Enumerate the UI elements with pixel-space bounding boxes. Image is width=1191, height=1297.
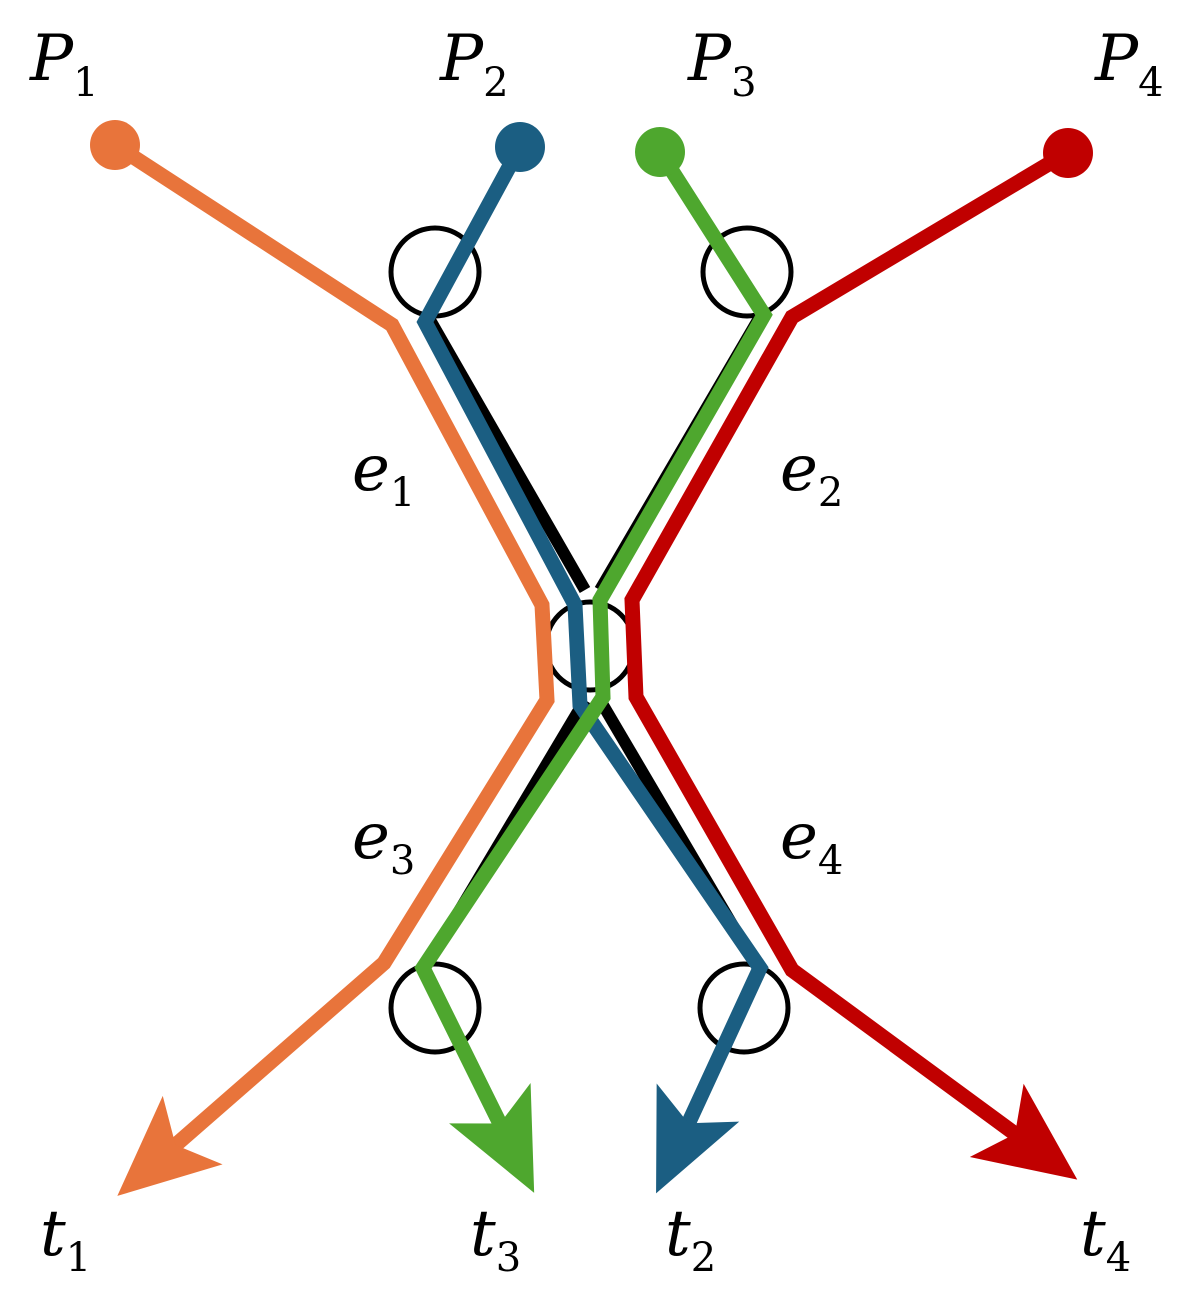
- start-point-p4: [1043, 128, 1093, 178]
- start-point-p1: [90, 120, 140, 170]
- label-t2: t2: [665, 1197, 716, 1281]
- path-p3-line: [414, 147, 773, 1193]
- label-e1: e1: [352, 432, 415, 516]
- label-t4: t4: [1080, 1197, 1131, 1281]
- node-circle-bottom-left: [388, 961, 482, 1055]
- label-p1: P1: [29, 22, 99, 106]
- label-t1: t1: [40, 1197, 91, 1281]
- label-p4: P4: [1094, 22, 1164, 106]
- path-p2-line: [416, 143, 769, 1194]
- label-e3: e3: [352, 800, 415, 884]
- label-e4: e4: [780, 800, 843, 884]
- start-point-p2: [495, 122, 545, 172]
- label-e2: e2: [780, 432, 843, 516]
- node-circle-bottom-right: [697, 961, 791, 1055]
- path-p1-line: [113, 140, 555, 1196]
- node-circle-top-right: [700, 225, 794, 319]
- path-p4-line: [624, 146, 1078, 1180]
- label-t3: t3: [470, 1197, 521, 1281]
- node-circle-center: [543, 599, 637, 693]
- label-p3: P3: [687, 22, 757, 106]
- label-p2: P2: [439, 22, 509, 106]
- start-point-p3: [635, 127, 685, 177]
